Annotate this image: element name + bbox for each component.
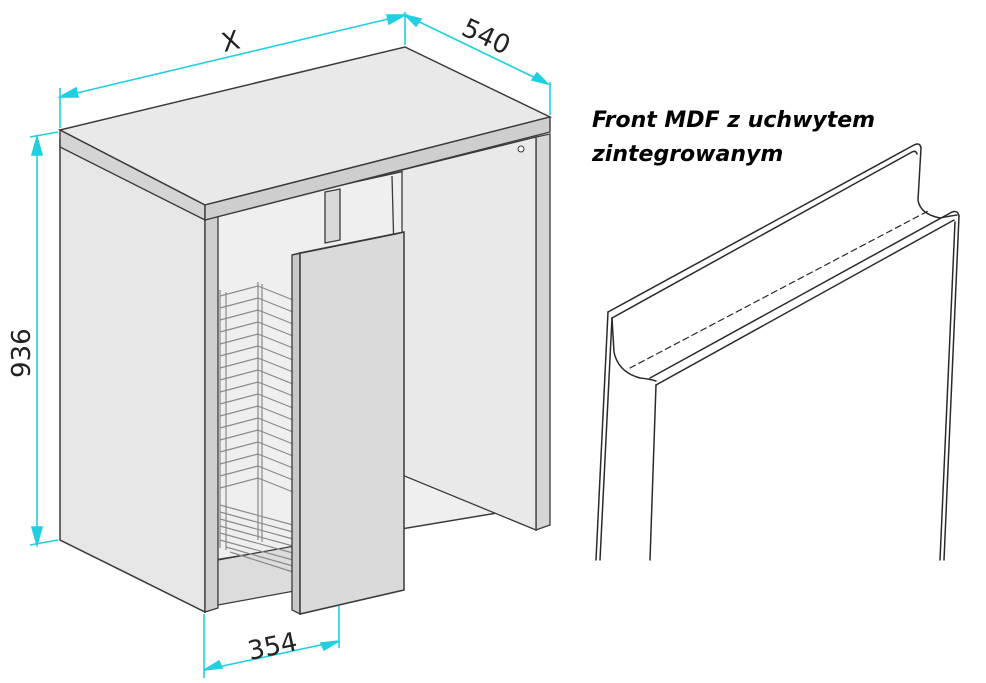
profile-groove-dashed [629, 209, 931, 369]
dim-height-ext-top [29, 131, 59, 138]
cabinet-door-top [291, 231, 405, 256]
basket-wire-rows [219, 285, 294, 493]
dim-width-label: X [219, 26, 243, 59]
profile-right-edge-outer [943, 215, 960, 561]
cabinet-right-side [401, 136, 537, 531]
profile-left-edge-inner [599, 317, 613, 561]
mdf-front-caption: Front MDF z uchwytem zintegrowanym [592, 104, 972, 172]
dim-width-arrow-left [56, 86, 79, 98]
dim-basket-arrow-right [319, 640, 340, 652]
mdf-front-profile [595, 143, 960, 561]
profile-top-rim-inner [611, 150, 918, 319]
dim-height-ext-bottom [29, 539, 59, 546]
caption-line-2: zintegrowanym [592, 142, 784, 167]
profile-right-edge-inner [939, 221, 956, 561]
dim-basket-label: 354 [245, 627, 300, 667]
cabinet-right-side-edge [535, 133, 551, 531]
dimension-lines [29, 12, 551, 678]
dim-width-arrow-right [386, 14, 409, 26]
cabinet [57, 46, 553, 616]
dim-basket-line [203, 640, 340, 671]
dim-height-arrow-bottom [30, 526, 44, 548]
dim-depth-line [404, 14, 549, 85]
dim-height-arrow-top [30, 134, 44, 156]
profile-top-rim-outer [607, 143, 922, 313]
basket-runners [219, 504, 294, 573]
profile-left-edge-outer [595, 311, 609, 561]
cabinet-door [299, 231, 405, 615]
cabinet-top-side-edge [204, 116, 551, 221]
dim-width-line [59, 14, 406, 98]
dim-height-label: 936 [7, 328, 37, 378]
cabinet-left-side-edge [204, 205, 219, 613]
dim-basket-arrow-left [203, 659, 224, 671]
dim-depth-arrow-left [402, 13, 423, 28]
profile-front-face-left [649, 384, 657, 561]
cabinet-bolt [517, 145, 525, 153]
profile-front-lip-outer [649, 210, 960, 379]
cabinet-rear-post [324, 188, 341, 244]
profile-front-lip-inner [655, 219, 955, 386]
cabinet-left-side [59, 138, 206, 614]
dim-depth-arrow-right [530, 71, 551, 86]
caption-line-1: Front MDF z uchwytem [592, 108, 876, 133]
profile-groove-wall-left [611, 317, 657, 382]
cabinet-door-edge [291, 252, 301, 616]
